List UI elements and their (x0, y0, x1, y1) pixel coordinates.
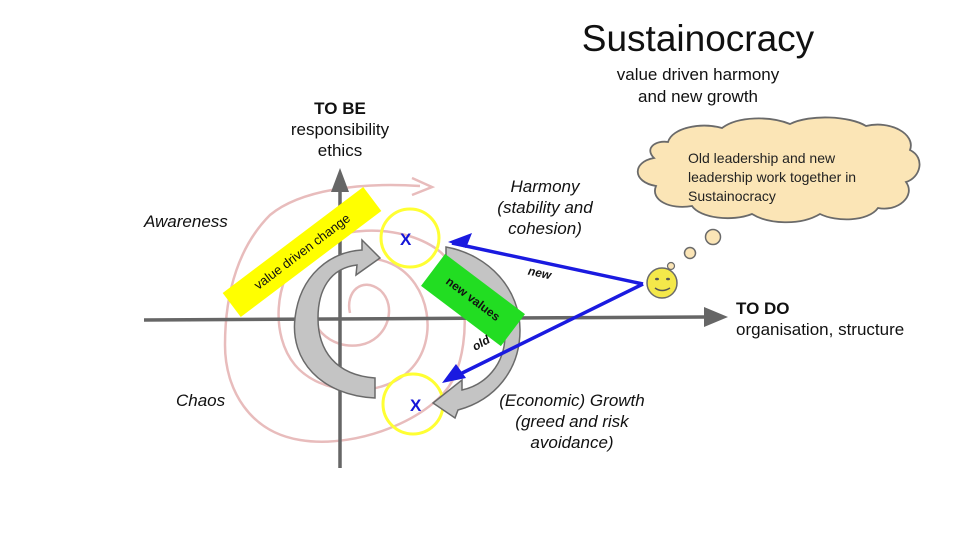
value-driven-change-banner (222, 187, 382, 317)
smiley-face-icon (646, 267, 678, 299)
thought-cloud (636, 116, 921, 224)
vertical-axis-line-1: responsibility (290, 120, 390, 139)
spiral-arrowhead (411, 176, 436, 197)
growth-line-1: (Economic) Growth (499, 391, 645, 410)
horizontal-axis (143, 315, 707, 322)
vertical-axis-line-2: ethics (317, 141, 363, 160)
horizontal-axis-line-1: organisation, structure (736, 320, 905, 339)
growth-label: (Economic) Growth (greed and risk avoida… (482, 390, 662, 453)
thought-bubble-small (666, 261, 676, 271)
old-arrow-line (447, 282, 644, 382)
vertical-axis-label: TO BE responsibility ethics (260, 98, 420, 161)
left-curved-arrow (293, 238, 382, 399)
subtitle-line-1: value driven harmony (616, 65, 780, 84)
growth-line-3: avoidance) (530, 433, 614, 452)
old-arrow-head (442, 364, 466, 383)
thought-bubble-text: Old leadership and new leadership work t… (688, 150, 857, 204)
growth-line-2: (greed and risk (515, 412, 629, 431)
thought-bubble-medium (683, 246, 697, 260)
new-arrow-head (448, 233, 472, 248)
harmony-line-3: cohesion) (508, 219, 582, 238)
vertical-axis-arrowhead (331, 168, 349, 192)
thought-bubble-large (704, 228, 722, 246)
growth-x-marker: X (410, 396, 422, 415)
subtitle-line-2: and new growth (637, 87, 759, 106)
horizontal-axis-heading: TO DO (736, 299, 790, 318)
new-values-banner (421, 253, 525, 347)
horizontal-axis-arrowhead (704, 307, 728, 327)
harmony-x-marker: X (400, 230, 412, 249)
chaos-label: Chaos (176, 391, 226, 410)
awareness-label: Awareness (144, 212, 228, 231)
harmony-label: Harmony (stability and cohesion) (480, 176, 610, 239)
horizontal-axis-label: TO DO organisation, structure (736, 298, 904, 340)
harmony-line-2: (stability and (497, 198, 593, 217)
vertical-axis-heading: TO BE (314, 99, 366, 118)
harmony-line-1: Harmony (510, 177, 580, 196)
page-title: Sustainocracy (581, 18, 815, 59)
harmony-circle (379, 207, 441, 269)
page-subtitle: value driven harmony and new growth (560, 64, 836, 108)
new-arrow-line (451, 241, 644, 286)
